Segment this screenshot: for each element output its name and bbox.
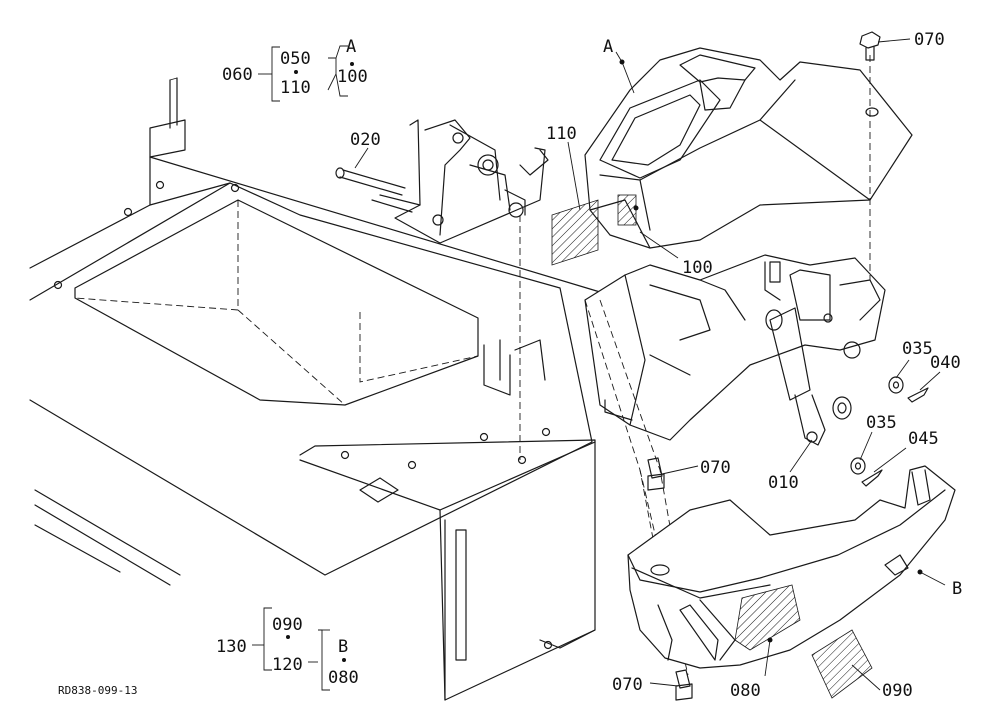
leader-lines <box>354 38 946 691</box>
drawing-code: RD838-099-13 <box>58 684 137 697</box>
label-a-pointer: A <box>603 37 613 57</box>
label-120: 120 <box>272 655 303 675</box>
part-labels: 020 A 110 100 070 035 040 035 045 070 01… <box>58 30 962 701</box>
label-070-bottom: 070 <box>612 675 643 695</box>
label-080: 080 <box>730 681 761 701</box>
label-a-group: A <box>346 37 356 57</box>
lower-cover-b <box>627 465 956 669</box>
parts-group-bottom-left: 130 090 120 B 080 <box>216 607 359 691</box>
label-090-group: 090 <box>272 615 303 635</box>
parts-group-top-left: 060 050 110 A 100 <box>222 37 368 102</box>
label-b-group: B <box>338 637 348 657</box>
label-035-upper: 035 <box>902 339 933 359</box>
upper-cover-a <box>584 47 913 249</box>
bolt-icon-mid <box>647 457 665 491</box>
bolt-icon-top <box>859 31 881 61</box>
console-panel <box>584 55 929 676</box>
label-035-lower: 035 <box>866 413 897 433</box>
label-090: 090 <box>882 681 913 701</box>
label-060: 060 <box>222 65 253 85</box>
tape-090 <box>811 629 873 699</box>
label-070-top: 070 <box>914 30 945 50</box>
label-130: 130 <box>216 637 247 657</box>
label-040: 040 <box>930 353 961 373</box>
pedal-bracket <box>335 119 549 460</box>
label-010: 010 <box>768 473 799 493</box>
label-100: 100 <box>682 258 713 278</box>
label-110-group: 110 <box>280 78 311 98</box>
bolt-icon-bottom <box>675 669 693 701</box>
label-110: 110 <box>546 124 577 144</box>
label-080-group: 080 <box>328 668 359 688</box>
tape-110 <box>551 199 599 266</box>
floor-frame <box>29 77 601 701</box>
label-045: 045 <box>908 429 939 449</box>
label-b-pointer: B <box>952 579 962 599</box>
label-100-group: 100 <box>337 67 368 87</box>
label-050: 050 <box>280 49 311 69</box>
label-070-mid: 070 <box>700 458 731 478</box>
label-020: 020 <box>350 130 381 150</box>
